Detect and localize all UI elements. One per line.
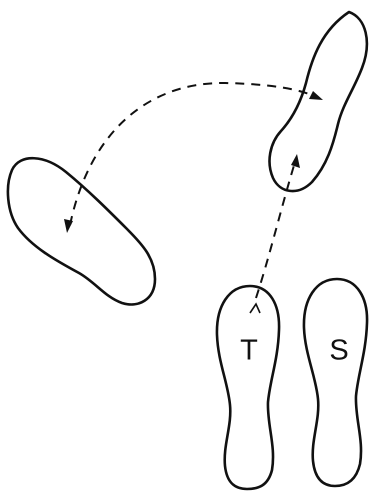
pivot-tick xyxy=(250,304,260,313)
arrowhead-left xyxy=(64,219,73,233)
footprint-left xyxy=(8,158,155,304)
footprint-t xyxy=(217,286,279,489)
footprint-upper-right xyxy=(270,12,367,191)
foot-label-s: S xyxy=(329,335,348,367)
foot-label-t: T xyxy=(240,335,258,367)
arrowhead-step xyxy=(291,154,300,168)
swing-arc-path xyxy=(70,83,316,225)
footprint-s xyxy=(304,279,367,486)
arrowhead-upper-right xyxy=(309,91,323,100)
